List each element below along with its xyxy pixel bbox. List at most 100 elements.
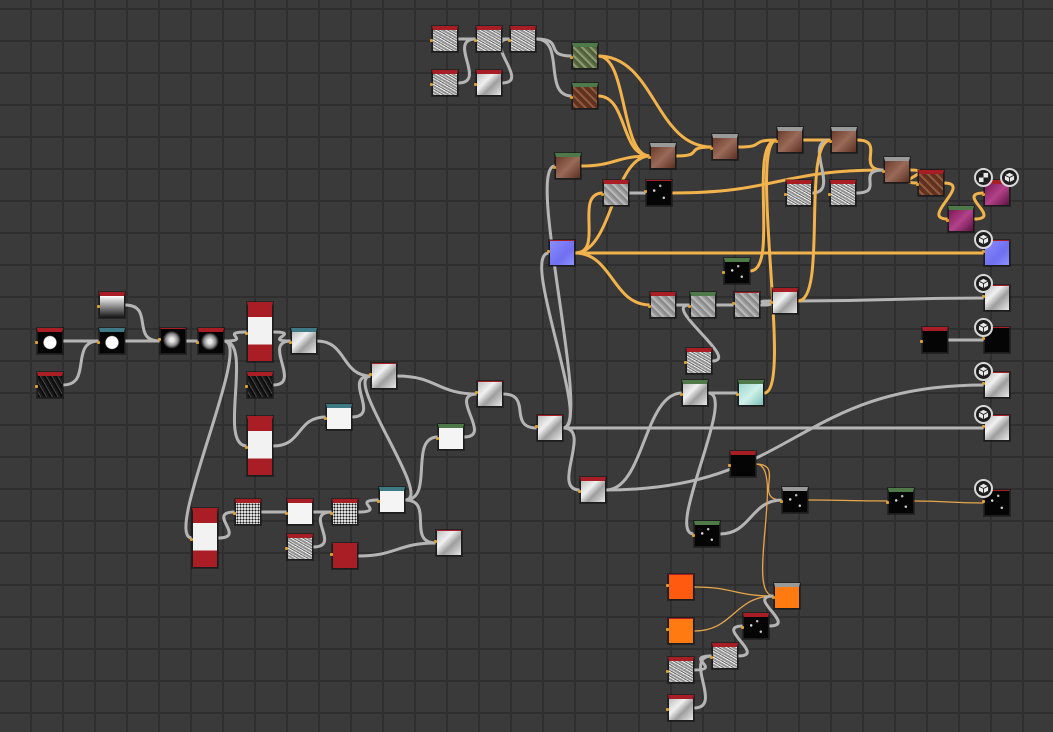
node-mint-light[interactable] <box>680 380 708 406</box>
wire-node-dark-green-2-to-node-dark-noise-4[interactable] <box>718 498 784 536</box>
node-input-port[interactable] <box>982 382 985 385</box>
node-dark-grunge-2[interactable] <box>245 372 273 398</box>
node-red-stack-3[interactable] <box>190 508 218 568</box>
node-input-port[interactable] <box>547 250 550 253</box>
output-cube-icon-ao[interactable] <box>974 362 993 381</box>
output-cube-icon-basecolor[interactable] <box>1000 168 1019 187</box>
node-gradient[interactable] <box>97 292 125 318</box>
wire-node-teal-white-to-node-gray-merge[interactable] <box>403 498 438 545</box>
wire-node-light-merge-1-to-node-light-merge-2[interactable] <box>395 374 479 396</box>
wire-node-dark-green-to-node-emissive-output[interactable] <box>913 500 985 504</box>
node-input-port[interactable] <box>648 156 651 159</box>
node-teal-white[interactable] <box>377 487 405 513</box>
node-input-port[interactable] <box>474 39 477 42</box>
node-rust-color[interactable] <box>570 83 598 109</box>
wire-node-red-stack-2-to-node-teal-blend-2[interactable] <box>271 415 328 448</box>
node-red-stack-2[interactable] <box>245 416 273 476</box>
node-input-port[interactable] <box>535 425 538 428</box>
node-white-a[interactable] <box>285 499 313 525</box>
node-input-port[interactable] <box>508 39 511 42</box>
node-blend-brown-4[interactable] <box>829 127 857 153</box>
node-input-port[interactable] <box>377 500 380 503</box>
wire-node-sphere-b-to-node-red-stack-3[interactable] <box>184 339 232 540</box>
node-brown-base[interactable] <box>553 153 581 179</box>
wire-node-orange-red-to-node-orange-blend[interactable] <box>693 586 775 597</box>
node-input-port[interactable] <box>722 271 725 274</box>
wire-node-gray-small-to-node-white-b[interactable] <box>311 510 334 549</box>
wire-node-light-merge-2-to-node-light-merge-3[interactable] <box>501 392 539 430</box>
node-circle-shape[interactable] <box>35 328 63 354</box>
node-sphere-b[interactable] <box>196 328 224 354</box>
node-input-port[interactable] <box>780 500 783 503</box>
node-dark-green-2[interactable] <box>692 521 720 547</box>
wire-node-dark-noise-2-to-node-blend-brown-3[interactable] <box>748 138 779 273</box>
output-cube-icon-roughness[interactable] <box>974 274 993 293</box>
wire-node-red-stack-3-to-node-dots-a[interactable] <box>216 510 237 540</box>
node-orange-blend[interactable] <box>772 583 800 609</box>
node-magenta-mask[interactable] <box>946 206 974 232</box>
node-input-port[interactable] <box>601 193 604 196</box>
node-input-port[interactable] <box>570 96 573 99</box>
wire-node-gray-noise-8-to-node-gray-noise-6[interactable] <box>692 654 714 710</box>
wire-node-rust-color-to-node-blend-brown-1[interactable] <box>596 94 652 158</box>
wire-node-blend-brown-1-to-node-blend-brown-2[interactable] <box>674 145 714 158</box>
wire-node-dark-noise-4-to-node-dark-green[interactable] <box>807 499 889 502</box>
node-gray-noise-7[interactable] <box>666 657 694 683</box>
node-input-port[interactable] <box>920 340 923 343</box>
node-light-merge-2[interactable] <box>475 381 503 407</box>
node-blend-brown-5[interactable] <box>882 157 910 183</box>
node-input-port[interactable] <box>692 534 695 537</box>
wire-node-mint-to-node-blend-brown-3[interactable] <box>762 138 779 395</box>
node-input-port[interactable] <box>330 512 333 515</box>
node-noise-b[interactable] <box>474 26 502 52</box>
node-input-port[interactable] <box>233 512 236 515</box>
wire-node-sphere-b-to-node-red-stack-2[interactable] <box>222 339 249 448</box>
node-dark-noise-4[interactable] <box>780 487 808 513</box>
node-input-port[interactable] <box>680 393 683 396</box>
node-input-port[interactable] <box>882 170 885 173</box>
node-input-port[interactable] <box>982 425 985 428</box>
output-cube-icon-normal[interactable] <box>974 230 993 249</box>
wire-node-teal-white-to-node-light-merge-1[interactable] <box>363 374 413 502</box>
node-input-port[interactable] <box>369 373 372 376</box>
output-cube-icon-height[interactable] <box>974 405 993 424</box>
node-dark-noise-3[interactable] <box>684 348 712 374</box>
output-cube-icon-metallic[interactable] <box>974 318 993 337</box>
wire-node-brown-base-to-node-blend-brown-1[interactable] <box>579 154 652 168</box>
wire-node-teal-blend-2-to-node-light-merge-1[interactable] <box>350 374 373 419</box>
node-input-port[interactable] <box>666 628 669 631</box>
node-light-merge-3[interactable] <box>535 415 563 441</box>
wire-node-blend-rust-6-to-node-magenta-mask[interactable] <box>937 181 955 221</box>
wire-node-noise-d-to-node-noise-b[interactable] <box>456 37 478 85</box>
output-checker-icon[interactable] <box>974 168 993 187</box>
node-orange[interactable] <box>666 618 694 644</box>
node-orange-red[interactable] <box>666 574 694 600</box>
node-blend-rust-6[interactable] <box>916 170 944 196</box>
wire-node-light-blend-to-node-blend-brown-4[interactable] <box>796 138 833 303</box>
node-input-port[interactable] <box>775 140 778 143</box>
wire-node-black-emissive-to-node-orange-blend[interactable] <box>755 463 775 597</box>
node-input-port[interactable] <box>916 183 919 186</box>
node-blend-brown-1[interactable] <box>648 143 676 169</box>
node-checker-noise-2[interactable] <box>828 180 856 206</box>
node-moss-color[interactable] <box>570 43 598 69</box>
node-input-port[interactable] <box>710 147 713 150</box>
node-input-port[interactable] <box>430 39 433 42</box>
node-red-stack-1[interactable] <box>245 302 273 362</box>
node-gray-levels[interactable] <box>601 180 629 206</box>
node-input-port[interactable] <box>644 190 647 193</box>
node-input-port[interactable] <box>289 341 292 344</box>
node-input-port[interactable] <box>245 332 248 335</box>
node-input-port[interactable] <box>710 656 713 659</box>
wire-node-noise-c-to-node-rust-color[interactable] <box>534 37 574 98</box>
node-input-port[interactable] <box>35 385 38 388</box>
node-checker-noise[interactable] <box>784 180 812 206</box>
wire-node-red-white-to-node-mint-light[interactable] <box>604 391 684 492</box>
wire-node-white-green-to-node-light-merge-2[interactable] <box>462 392 479 439</box>
node-input-port[interactable] <box>982 500 985 503</box>
wire-node-moss-color-to-node-blend-brown-1[interactable] <box>596 54 652 158</box>
node-dots-a[interactable] <box>233 499 261 525</box>
node-gray-small[interactable] <box>285 534 313 560</box>
node-mint[interactable] <box>736 380 764 406</box>
node-white-green[interactable] <box>436 424 464 450</box>
